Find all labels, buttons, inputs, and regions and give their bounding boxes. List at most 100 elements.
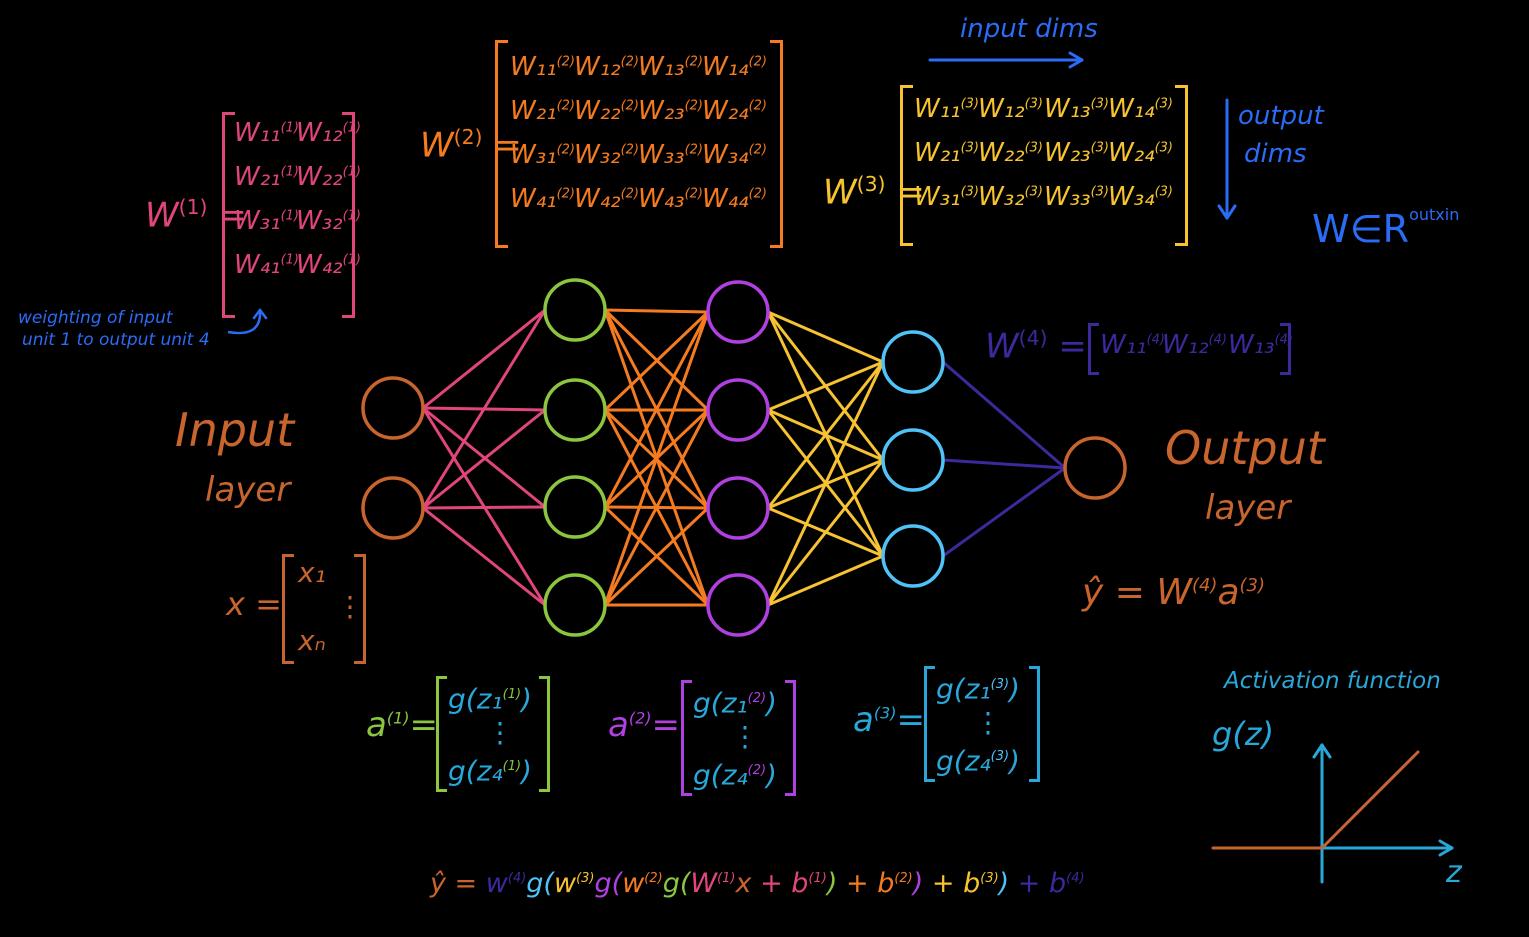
matrix-entry: W₁₁(2) [510,52,575,82]
matrix-entry: W₁₃(4) [1228,330,1293,360]
matrix-entry: W₃₁(3) [914,182,979,212]
w3-right-bracket [1175,85,1188,246]
equation-token: W [690,868,718,899]
edge-input [421,309,547,509]
node-hidden2 [706,378,770,442]
equation-token: g( [526,868,554,899]
relu-linear-segment [1320,750,1420,850]
edge-hidden2 [766,459,885,606]
matrix-entry: W₄₂(2) [574,184,639,214]
activation-title: Activation function [1224,668,1441,694]
w4-label: W(4) = [985,326,1087,367]
weighting-note-arrowhead [258,308,268,320]
y-axis-arrowhead [1320,743,1332,759]
edge-hidden2 [766,361,885,509]
node-hidden2 [706,280,770,344]
output-layer-label: Output layer [1165,421,1325,528]
equation-token: (4) [507,871,527,886]
equation-token: (1) [717,871,736,886]
w2-right-bracket [770,40,783,248]
node-input [361,476,425,540]
vector-entry: g(z₁(1)) [448,682,532,716]
weighting-note-arrowhead [252,308,262,320]
w-in-r-label: W∈Routxin [1312,205,1460,251]
matrix-entry: W₁₂(4) [1162,330,1227,360]
output-dims-arrowhead [1225,204,1237,220]
x-vector: x₁⋮xₙ [298,556,364,658]
w4-right-bracket [1280,323,1291,375]
matrix-entry: W₃₃(2) [638,140,703,170]
matrix-entry: W₂₄(2) [702,96,767,126]
edge-hidden1 [603,409,710,606]
node-hidden1 [543,475,607,539]
equation-token: (2) [644,871,663,886]
a1-vector: g(z₁(1))⋮ g(z₄(1)) [448,678,540,789]
matrix-entry: W₂₂(2) [574,96,639,126]
a1-left-bracket [436,676,447,792]
equation-token: b [877,868,895,899]
matrix-entry: W₃₄(3) [1108,182,1173,212]
w1-matrix: W₁₁(1)W₁₂(1)W₂₁(1)W₂₂(1)W₃₁(1)W₃₂(1)W₄₁(… [234,118,361,280]
matrix-entry: W₃₂(3) [978,182,1043,212]
node-hidden1 [543,378,607,442]
equation-token: b [1049,868,1067,899]
vector-entry: ⋮ [336,590,364,623]
edge-hidden1 [603,311,710,606]
edge-hidden2 [767,310,884,364]
w3-left-bracket [900,85,913,246]
weighting-note-arrow [227,309,262,335]
equation-token: b [791,868,809,899]
matrix-entry: W₃₃(3) [1044,182,1109,212]
equation-token: w [485,868,508,899]
x-left-bracket [282,554,294,664]
a3-right-bracket [1029,666,1040,782]
matrix-entry: W₁₄(3) [1108,94,1173,124]
matrix-entry: W₁₄(2) [702,52,767,82]
x-vector-label: x = [226,585,282,623]
matrix-entry: W₂₃(3) [1044,138,1109,168]
equation-token: (2) [894,871,913,886]
equation-token: (1) [808,871,827,886]
vector-entry: g(z₄(1)) [448,754,532,788]
network-edges [421,308,1066,607]
vector-entry: ⋮ [974,706,1002,740]
edge-input [422,308,546,410]
equation-token: ) [998,868,1010,899]
equation-token: (4) [1066,871,1085,886]
yhat-full-equation: ŷ = w(4)g(w(3)g(w(2)g(W(1)x + b(1)) + b(… [430,868,1085,899]
w3-matrix: W₁₁(3)W₁₂(3)W₁₃(3)W₁₄(3)W₂₁(3)W₂₂(3)W₂₃(… [914,94,1173,212]
matrix-entry: W₂₃(2) [638,96,703,126]
matrix-entry: W₁₁(1) [234,118,299,148]
matrix-entry: W₂₁(1) [234,162,299,192]
x-axis-arrowhead [1438,846,1454,857]
a3-vector: g(z₁(3))⋮g(z₄(3)) [936,668,1028,779]
equation-token: + [837,868,878,899]
w2-left-bracket [495,40,508,248]
equation-token: g( [594,868,623,899]
vector-entry: ⋮ [486,716,514,750]
w2-matrix: W₁₁(2)W₁₂(2)W₁₃(2)W₁₄(2)W₂₁(2)W₂₂(2)W₂₃(… [510,52,767,214]
edge-hidden2 [767,554,884,607]
edge-hidden1 [603,311,710,508]
matrix-entry: W₃₂(1) [296,206,361,236]
g-of-z-label: g(z) [1212,715,1275,753]
yhat-short-equation: ŷ = W(4)a(3) [1082,572,1266,613]
matrix-entry: W₄₃(2) [638,184,703,214]
w4-matrix: W₁₁(4)W₁₂(4)W₁₃(4) [1100,330,1293,360]
node-hidden2 [706,476,770,540]
equation-token: (3) [576,871,595,886]
input-dims-label: input dims [960,14,1098,44]
equation-token: + [1009,868,1050,899]
a2-left-bracket [681,680,692,796]
node-hidden1 [543,573,607,637]
equation-token: (3) [980,871,999,886]
edge-hidden2 [766,361,885,606]
equation-token: x [735,868,752,899]
a1-label: a(1)= [366,705,439,745]
matrix-entry: W₂₂(1) [296,162,361,192]
matrix-entry: W₂₄(3) [1108,138,1173,168]
matrix-entry: W₁₃(3) [1044,94,1109,124]
matrix-entry: W₄₁(2) [510,184,575,214]
